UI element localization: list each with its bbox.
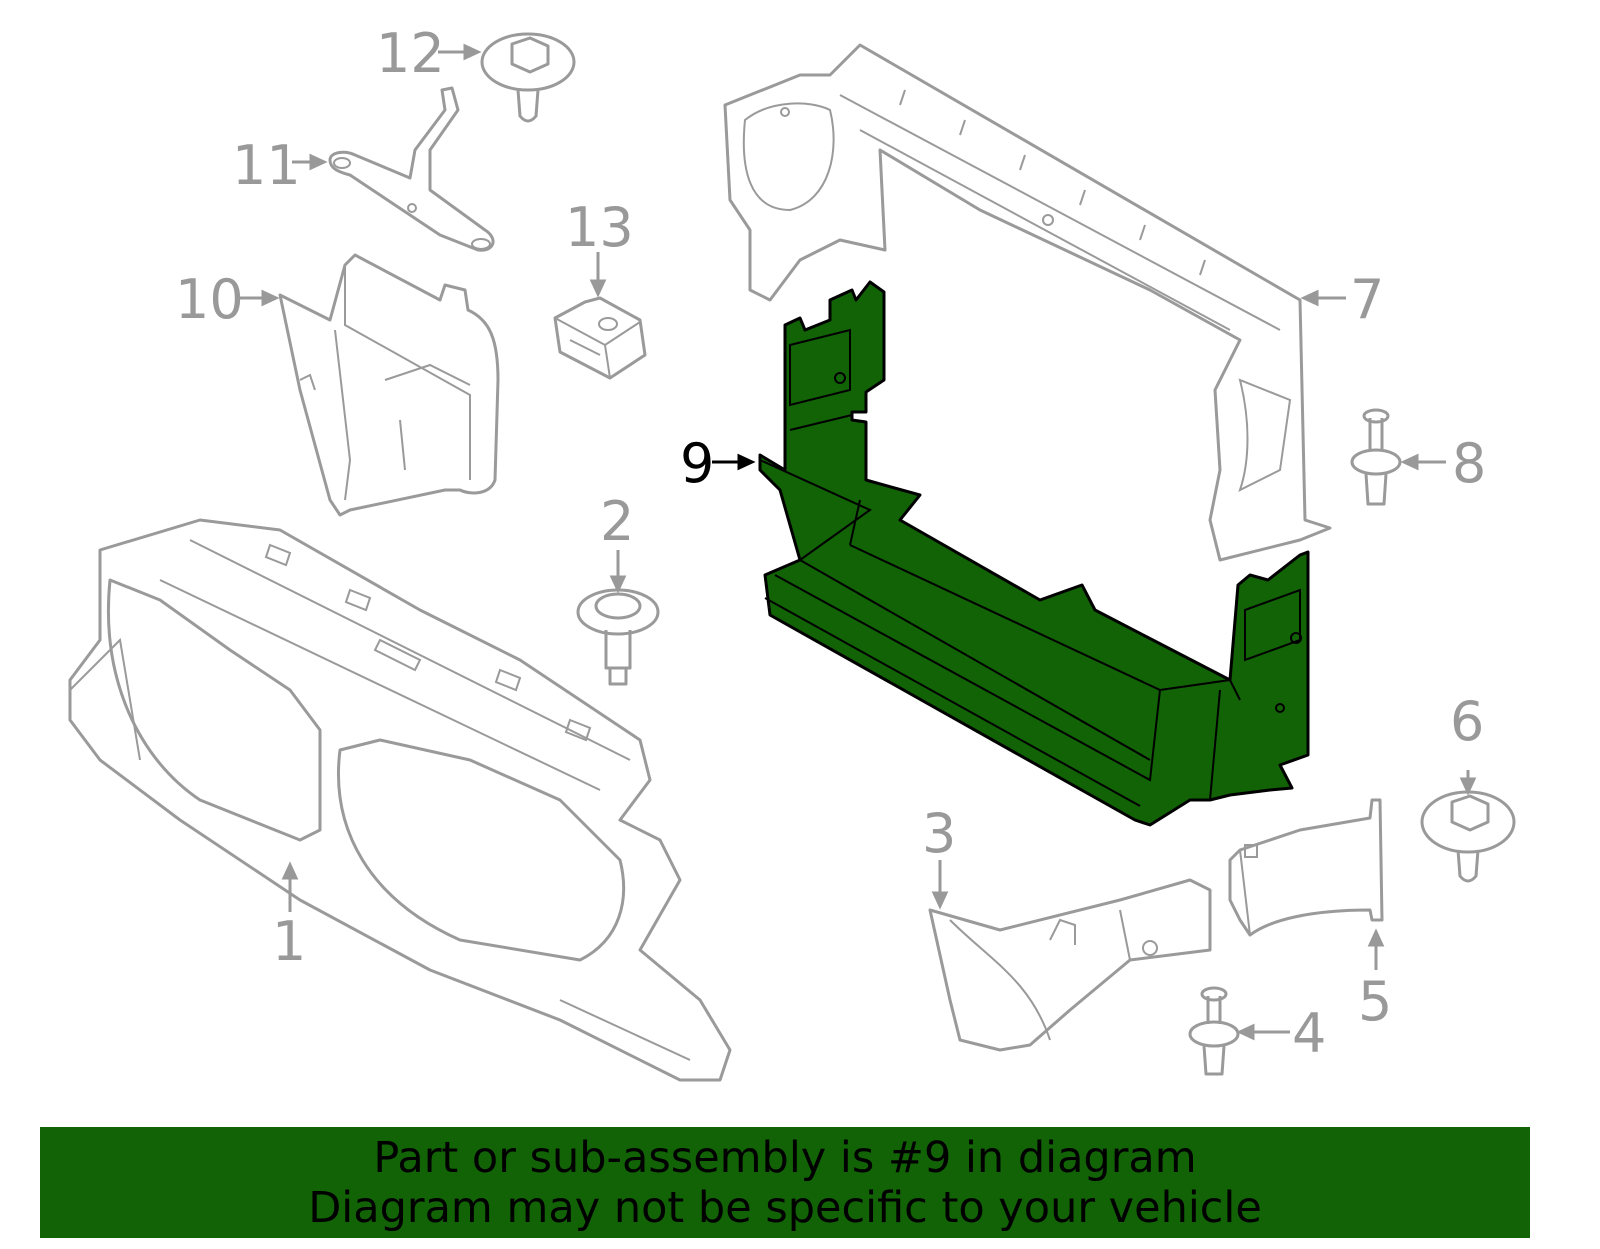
part-6-nut[interactable] xyxy=(1420,790,1516,883)
callout-6: 6 xyxy=(1450,690,1484,796)
svg-text:9: 9 xyxy=(680,432,714,495)
banner-line-part: Part or sub-assembly is #9 in diagram xyxy=(373,1133,1197,1183)
svg-text:6: 6 xyxy=(1450,690,1484,753)
svg-text:2: 2 xyxy=(600,490,634,553)
callout-5: 5 xyxy=(1358,928,1392,1033)
part-1-grille-carrier[interactable] xyxy=(68,518,732,1082)
part-3-air-duct[interactable] xyxy=(928,878,1212,1052)
svg-text:4: 4 xyxy=(1292,1002,1326,1065)
part-info-banner: Part or sub-assembly is #9 in diagram Di… xyxy=(40,1127,1530,1238)
callout-9: 9 xyxy=(680,432,756,495)
part-7-radiator-support[interactable] xyxy=(723,43,1332,562)
svg-text:10: 10 xyxy=(175,268,244,331)
part-4-screw[interactable] xyxy=(1188,986,1240,1076)
callout-10: 10 xyxy=(175,268,280,331)
callout-2: 2 xyxy=(600,490,634,594)
callout-1: 1 xyxy=(272,861,306,973)
part-13-clip-nut[interactable] xyxy=(553,296,647,380)
callout-11: 11 xyxy=(232,134,328,197)
part-11-bracket[interactable] xyxy=(328,86,495,252)
banner-line-disclaimer: Diagram may not be specific to your vehi… xyxy=(308,1183,1262,1233)
part-10-side-duct[interactable] xyxy=(278,253,500,517)
svg-text:12: 12 xyxy=(376,22,445,85)
part-9-air-guide-highlighted[interactable] xyxy=(758,280,1310,827)
svg-text:3: 3 xyxy=(922,802,956,865)
svg-text:7: 7 xyxy=(1350,268,1384,331)
svg-text:11: 11 xyxy=(232,134,301,197)
callout-4: 4 xyxy=(1236,1002,1326,1065)
callout-13: 13 xyxy=(565,196,634,298)
part-12-nut[interactable] xyxy=(480,32,576,123)
svg-text:5: 5 xyxy=(1358,970,1392,1033)
part-2-clip[interactable] xyxy=(576,588,660,686)
svg-text:8: 8 xyxy=(1452,432,1486,495)
svg-text:1: 1 xyxy=(272,910,306,973)
callout-8: 8 xyxy=(1400,432,1486,495)
callout-3: 3 xyxy=(922,802,956,910)
part-8-screw[interactable] xyxy=(1350,408,1402,506)
callout-12: 12 xyxy=(376,22,482,85)
svg-text:13: 13 xyxy=(565,196,634,259)
callout-7: 7 xyxy=(1300,268,1384,331)
part-5-bracket[interactable] xyxy=(1228,798,1384,937)
